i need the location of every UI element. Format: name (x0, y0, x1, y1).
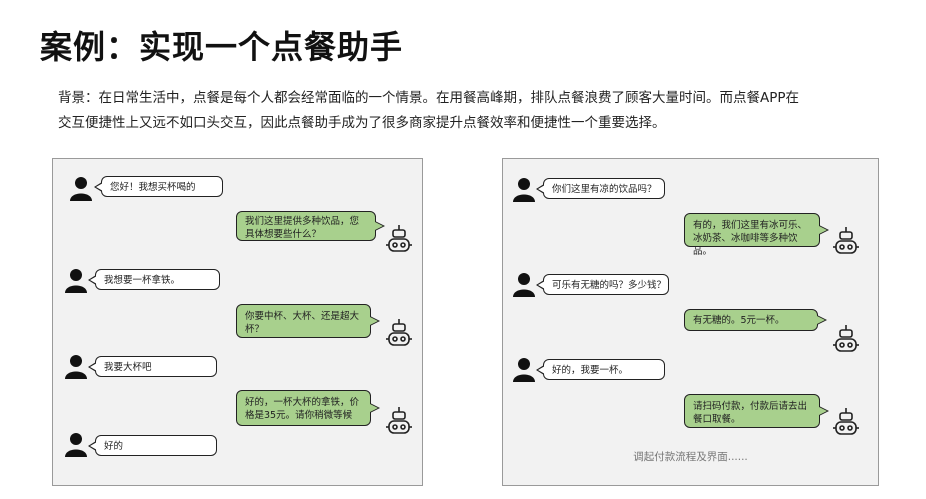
user-message: 你们这里有凉的饮品吗？ (536, 178, 665, 199)
background-line-1: 背景：在日常生活中，点餐是每个人都会经常面临的一个情景。在用餐高峰期，排队点餐浪… (58, 90, 800, 106)
person-icon (513, 273, 535, 297)
message-text: 有无糖的。5元一杯。 (693, 315, 785, 326)
robot-icon (386, 225, 412, 255)
robot-icon (833, 408, 859, 438)
message-text: 有的，我们这里有冰可乐、冰奶茶、冰咖啡等多种饮品。 (693, 220, 808, 257)
robot-icon (833, 325, 859, 355)
message-text: 可乐有无糖的吗？多少钱？ (552, 280, 667, 291)
chat-panel-right: 你们这里有凉的饮品吗？ 有的，我们这里有冰可乐、冰奶茶、冰咖啡等多种饮品。 可乐… (502, 158, 879, 486)
chat-panel-left: 您好！我想买杯喝的 我们这里提供多种饮品，您具体想要些什么？ 我想要一杯拿铁。 … (52, 158, 423, 486)
user-message: 您好！我想买杯喝的 (94, 176, 223, 197)
user-message: 好的，我要一杯。 (536, 359, 665, 380)
message-text: 我要大杯吧 (104, 362, 152, 373)
message-text: 请扫码付款，付款后请去出餐口取餐。 (693, 401, 808, 425)
user-message: 我要大杯吧 (88, 356, 217, 377)
person-icon (513, 358, 535, 382)
message-text: 你要中杯、大杯、还是超大杯？ (245, 311, 360, 335)
bot-message: 我们这里提供多种饮品，您具体想要些什么？ (236, 211, 385, 241)
page-title: 案例：实现一个点餐助手 (40, 28, 404, 66)
bot-message: 好的，一杯大杯的拿铁，价格是35元。请你稍微等候 (236, 390, 380, 426)
message-text: 我想要一杯拿铁。 (104, 275, 181, 286)
user-message: 可乐有无糖的吗？多少钱？ (536, 274, 669, 295)
message-text: 你们这里有凉的饮品吗？ (552, 184, 657, 195)
robot-icon (386, 407, 412, 437)
bot-message: 请扫码付款，付款后请去出餐口取餐。 (684, 394, 829, 428)
background-line-2: 交互便捷性上又远不如口头交互，因此点餐助手成为了很多商家提升点餐效率和便捷性一个… (58, 115, 666, 131)
payment-flow-note: 调起付款流程及界面...... (633, 451, 748, 463)
bot-message: 有的，我们这里有冰可乐、冰奶茶、冰咖啡等多种饮品。 (684, 213, 829, 257)
robot-icon (833, 227, 859, 257)
message-text: 好的 (104, 441, 124, 452)
message-text: 您好！我想买杯喝的 (110, 182, 196, 193)
person-icon (65, 433, 87, 457)
robot-icon (386, 319, 412, 349)
message-text: 好的，一杯大杯的拿铁，价格是35元。请你稍微等候 (245, 397, 360, 421)
bot-message: 你要中杯、大杯、还是超大杯？ (236, 304, 380, 338)
person-icon (65, 355, 87, 379)
user-message: 我想要一杯拿铁。 (88, 269, 220, 290)
person-icon (70, 177, 92, 201)
user-message: 好的 (88, 435, 217, 456)
background-text: 背景：在日常生活中，点餐是每个人都会经常面临的一个情景。在用餐高峰期，排队点餐浪… (58, 86, 878, 136)
message-text: 好的，我要一杯。 (552, 365, 629, 376)
message-text: 我们这里提供多种饮品，您具体想要些什么？ (245, 216, 360, 240)
bot-message: 有无糖的。5元一杯。 (684, 309, 827, 331)
person-icon (513, 178, 535, 202)
person-icon (65, 269, 87, 293)
